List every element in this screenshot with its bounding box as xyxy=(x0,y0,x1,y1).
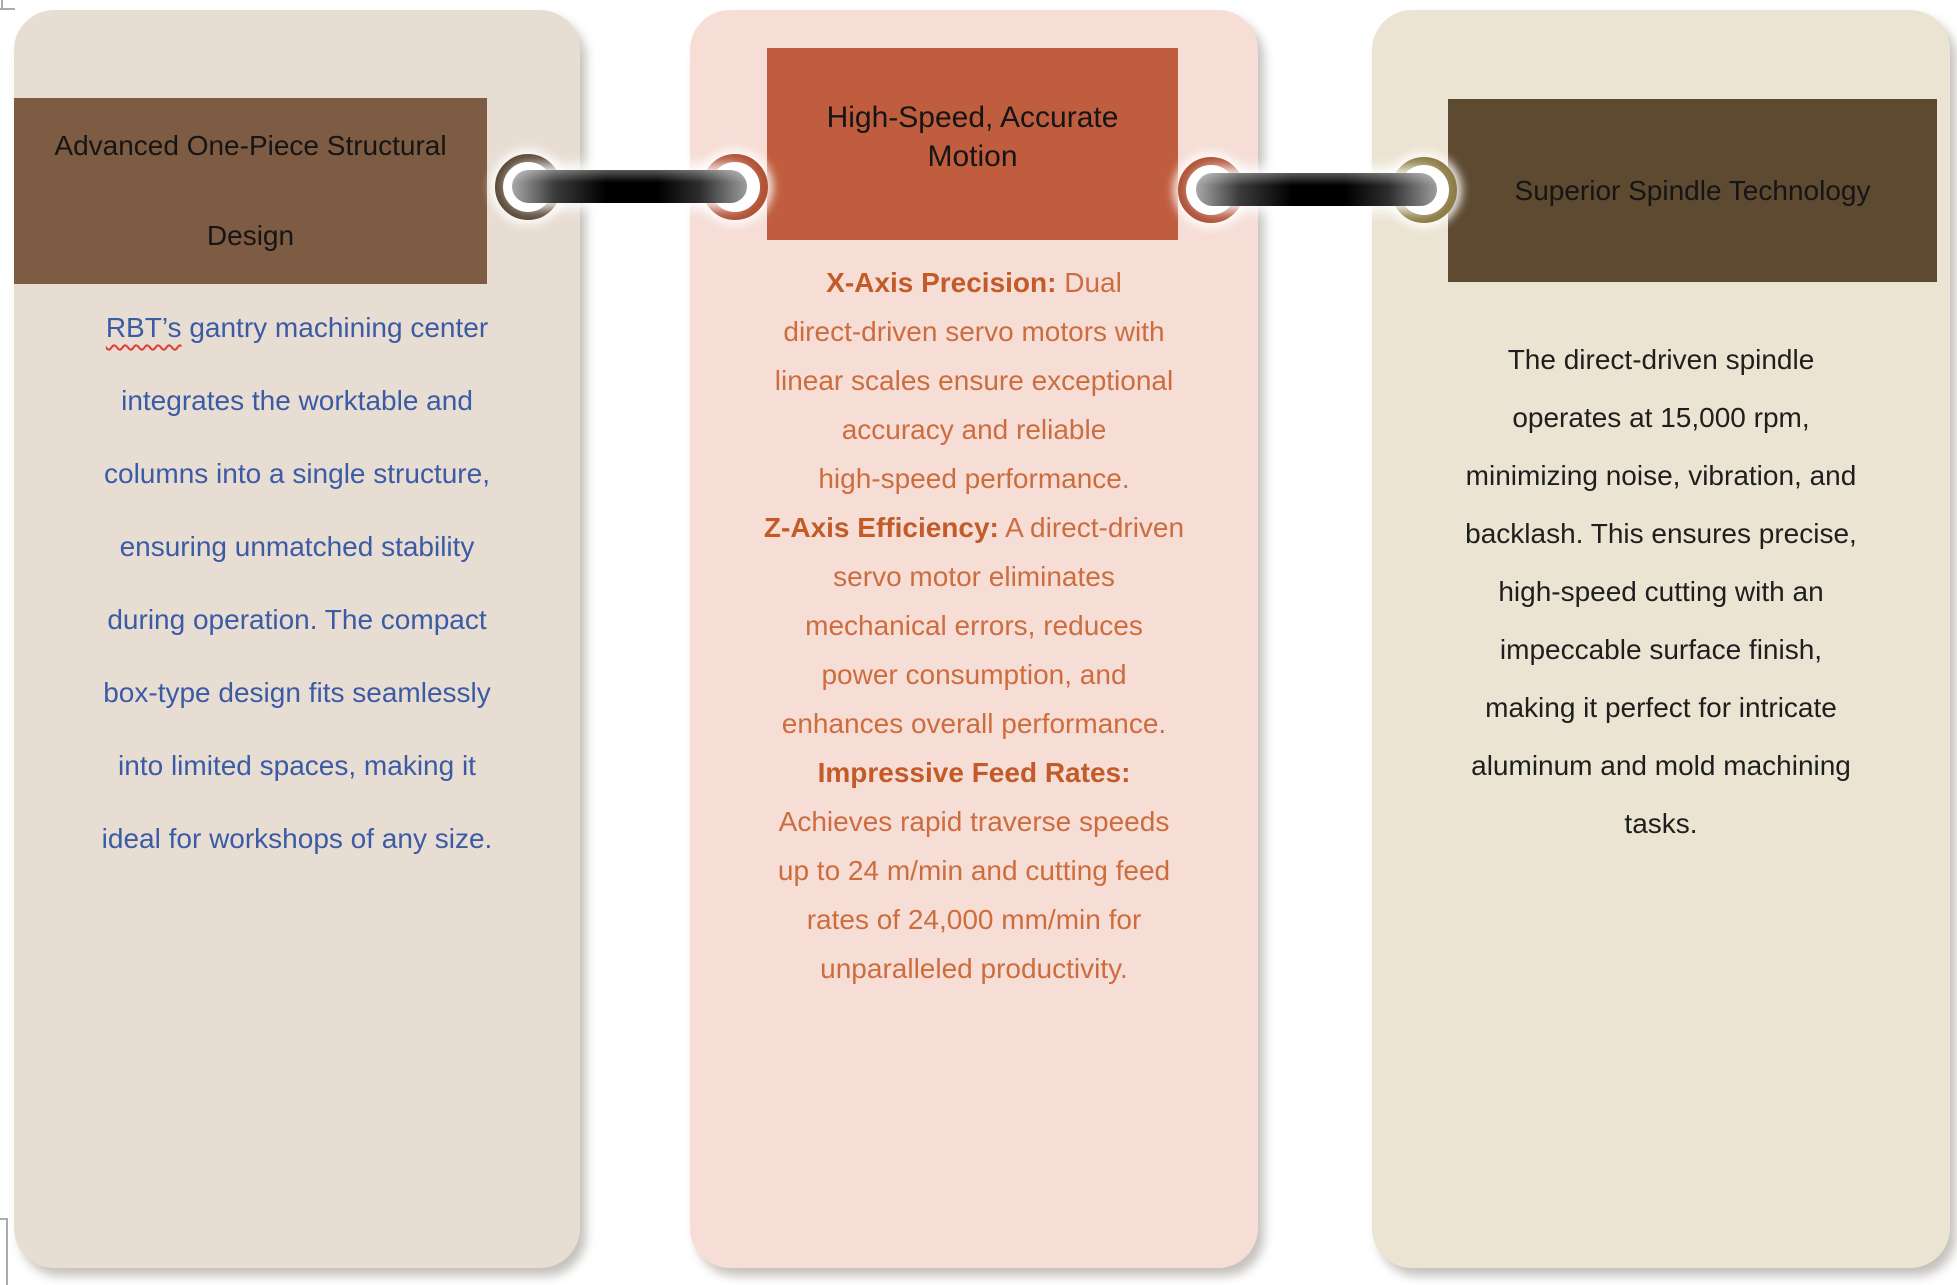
chain-link-bar-icon xyxy=(512,170,747,203)
text-line: into limited spaces, making it xyxy=(14,729,580,802)
card-body-high-speed-motion: X-Axis Precision: Dual direct-driven serv… xyxy=(690,258,1258,993)
text-line: high-speed performance. xyxy=(690,454,1258,503)
text-run: A direct-driven xyxy=(998,512,1185,543)
card-body-structural-design: RBT’s gantry machining center integrates … xyxy=(14,291,580,875)
text-line: backlash. This ensures precise, xyxy=(1372,505,1950,563)
text-line: ensuring unmatched stability xyxy=(14,510,580,583)
text-run: high-speed cutting with an xyxy=(1498,576,1824,607)
card-spindle-technology: Superior Spindle Technology The direct-d… xyxy=(1372,10,1950,1268)
text-line: linear scales ensure exceptional xyxy=(690,356,1258,405)
text-line: enhances overall performance. xyxy=(690,699,1258,748)
text-run: Advanced One-Piece Structural xyxy=(54,130,447,161)
text-run: Superior Spindle Technology xyxy=(1514,174,1871,206)
card-body-spindle-technology: The direct-driven spindle operates at 15,… xyxy=(1372,331,1950,853)
text-line: Superior Spindle Technology xyxy=(1448,174,1937,208)
text-run: backlash. This ensures precise, xyxy=(1465,518,1857,549)
text-run: during operation. The compact xyxy=(107,604,487,635)
text-run: Dual xyxy=(1056,267,1122,298)
text-line: during operation. The compact xyxy=(14,583,580,656)
canvas-edge-line xyxy=(0,8,15,10)
text-run: ensuring unmatched stability xyxy=(119,531,475,562)
text-run: making it perfect for intricate xyxy=(1485,692,1837,723)
canvas-edge-line xyxy=(0,1218,7,1220)
text-run: High-Speed, Accurate xyxy=(826,101,1119,134)
text-line: Achieves rapid traverse speeds xyxy=(690,797,1258,846)
text-run: Z-Axis Efficiency: xyxy=(763,512,999,543)
text-line: tasks. xyxy=(1372,795,1950,853)
text-run: minimizing noise, vibration, and xyxy=(1465,460,1857,491)
text-run: ideal for workshops of any size. xyxy=(101,823,493,854)
text-run: impeccable surface finish, xyxy=(1499,634,1823,665)
card-title-spindle-technology: Superior Spindle Technology xyxy=(1448,99,1937,282)
text-line: servo motor eliminates xyxy=(690,552,1258,601)
text-run: linear scales ensure exceptional xyxy=(774,365,1174,396)
text-line: power consumption, and xyxy=(690,650,1258,699)
text-line: direct-driven servo motors with xyxy=(690,307,1258,356)
text-line: X-Axis Precision: Dual xyxy=(690,258,1258,307)
text-run: operates at 15,000 rpm, xyxy=(1512,402,1810,433)
text-run: unparalleled productivity. xyxy=(820,953,1128,984)
text-line: Impressive Feed Rates: xyxy=(690,748,1258,797)
text-run: columns into a single structure, xyxy=(104,458,490,489)
text-line: making it perfect for intricate xyxy=(1372,679,1950,737)
text-run: up to 24 m/min and cutting feed xyxy=(777,855,1171,886)
text-run: rates of 24,000 mm/min for xyxy=(806,904,1142,935)
text-run: direct-driven servo motors with xyxy=(783,316,1165,347)
text-run: mechanical errors, reduces xyxy=(805,610,1143,641)
text-run: servo motor eliminates xyxy=(833,561,1115,592)
text-run: Achieves rapid traverse speeds xyxy=(778,806,1170,837)
text-line: minimizing noise, vibration, and xyxy=(1372,447,1950,505)
text-line: up to 24 m/min and cutting feed xyxy=(690,846,1258,895)
text-line: aluminum and mold machining xyxy=(1372,737,1950,795)
text-run: gantry machining center xyxy=(181,312,489,343)
canvas-edge-line xyxy=(1,0,3,8)
text-run: aluminum and mold machining xyxy=(1471,750,1851,781)
text-line: Design xyxy=(14,191,487,281)
text-line: rates of 24,000 mm/min for xyxy=(690,895,1258,944)
text-run: X-Axis Precision: xyxy=(826,267,1057,298)
text-line: impeccable surface finish, xyxy=(1372,621,1950,679)
text-line: Advanced One-Piece Structural xyxy=(14,101,487,191)
text-run: into limited spaces, making it xyxy=(118,750,476,781)
text-line: accuracy and reliable xyxy=(690,405,1258,454)
text-run: accuracy and reliable xyxy=(841,414,1107,445)
text-line: Z-Axis Efficiency: A direct-driven xyxy=(690,503,1258,552)
text-run: integrates the worktable and xyxy=(121,385,473,416)
text-line: columns into a single structure, xyxy=(14,437,580,510)
text-run: tasks. xyxy=(1624,808,1698,839)
canvas-edge-line xyxy=(6,1218,8,1285)
text-run: high-speed performance. xyxy=(818,463,1130,494)
text-run: Motion xyxy=(927,140,1018,173)
text-line: RBT’s gantry machining center xyxy=(14,291,580,364)
spellcheck-flagged-word: RBT’s xyxy=(105,312,182,343)
text-run: The direct-driven spindle xyxy=(1507,344,1815,375)
text-run: Design xyxy=(206,220,295,251)
text-line: ideal for workshops of any size. xyxy=(14,802,580,875)
text-run: power consumption, and xyxy=(821,659,1127,690)
text-line: box-type design fits seamlessly xyxy=(14,656,580,729)
text-line: The direct-driven spindle xyxy=(1372,331,1950,389)
text-line: Motion xyxy=(767,137,1178,176)
chain-link-bar-icon xyxy=(1196,173,1437,206)
text-line: mechanical errors, reduces xyxy=(690,601,1258,650)
text-line: integrates the worktable and xyxy=(14,364,580,437)
text-run: box-type design fits seamlessly xyxy=(103,677,491,708)
text-line: operates at 15,000 rpm, xyxy=(1372,389,1950,447)
text-line: high-speed cutting with an xyxy=(1372,563,1950,621)
text-line: High-Speed, Accurate xyxy=(767,98,1178,137)
text-run: Impressive Feed Rates: xyxy=(817,757,1131,788)
text-run: enhances overall performance. xyxy=(781,708,1167,739)
text-line: unparalleled productivity. xyxy=(690,944,1258,993)
